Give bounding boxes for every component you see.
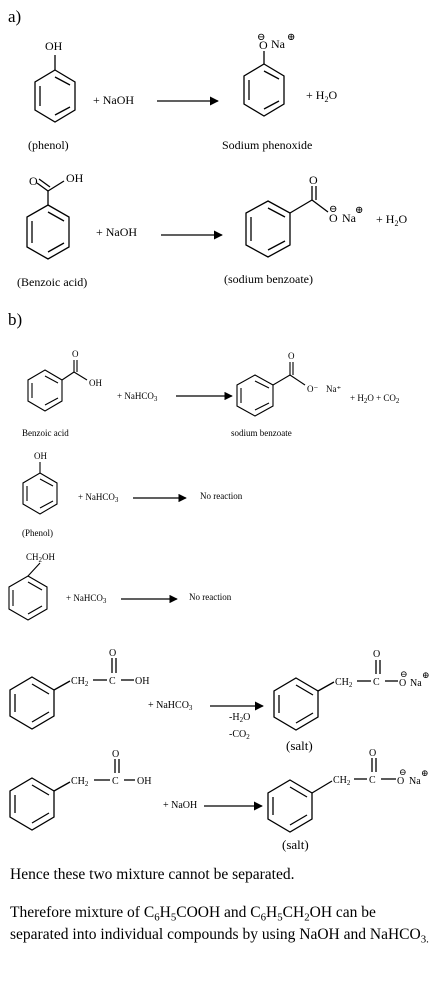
conclusion-line-1: Hence these two mixture cannot be separa… xyxy=(10,866,295,883)
conclusion-text: H xyxy=(266,904,278,921)
pa1-prod-minus: ⊖ xyxy=(400,669,408,679)
pa1-minus-co2: -CO2 xyxy=(229,729,250,741)
pa1-salt: (salt) xyxy=(286,738,313,753)
phenol-name: (phenol) xyxy=(28,138,69,152)
pa1-prod-plus: ⊕ xyxy=(422,670,430,680)
phenoxide-byproduct: + H2O xyxy=(306,88,337,104)
phenol-oh: OH xyxy=(45,39,63,53)
phenoxide-minus: ⊖ xyxy=(257,32,265,43)
b-sodium-benzoate-structure xyxy=(236,362,306,417)
sodium-benzoate-structure xyxy=(245,186,329,258)
conclusion-subscript: 5 xyxy=(170,911,177,924)
sodium-phenylacetate-structure-2 xyxy=(267,758,396,833)
pa1-oh: OH xyxy=(135,676,149,687)
benzyl-alcohol-structure xyxy=(8,562,48,621)
conclusion-text: Therefore mixture of C xyxy=(10,904,155,921)
phenol-reagent: + NaOH xyxy=(93,93,134,107)
conclusion-subscript: 6 xyxy=(260,911,267,924)
phenoxide-name: Sodium phenoxide xyxy=(222,138,312,152)
b-benzoic-oh: OH xyxy=(89,378,102,388)
pa2-prod-c: C xyxy=(369,775,376,786)
sodium-phenoxide-structure xyxy=(243,51,285,117)
b-phenol-name: (Phenol) xyxy=(22,528,53,538)
pa1-c: C xyxy=(109,676,116,687)
conclusion-text: OH can be separated into individual comp… xyxy=(10,904,421,943)
pa1-minus-h2o: -H2O xyxy=(229,712,250,724)
pa2-ch2: CH2 xyxy=(71,776,89,788)
b-benzoic-reagent: + NaHCO3 xyxy=(117,391,158,403)
benzoic-name: (Benzoic acid) xyxy=(17,275,87,289)
benzoic-o: O xyxy=(29,174,38,188)
benzoate-na: Na xyxy=(342,211,357,225)
benzoate-minus: ⊖ xyxy=(329,204,337,215)
b-benzoate-byproducts: + H2O + CO2 xyxy=(350,393,400,405)
conclusion-subscript: 3. xyxy=(420,933,429,946)
conclusion-text: COOH and C xyxy=(176,904,261,921)
b-benzoate-na-plus: Na⁺ xyxy=(326,384,341,394)
b-phenol-reagent: + NaHCO3 xyxy=(78,492,119,504)
sodium-phenylacetate-structure-1 xyxy=(273,660,398,731)
phenoxide-plus: ⊕ xyxy=(287,32,295,43)
pa1-prod-o-top: O xyxy=(373,649,380,660)
phenylacetic-acid-structure-1 xyxy=(9,658,134,730)
pa2-o-top: O xyxy=(112,749,119,760)
pa2-prod-o: O xyxy=(397,776,404,787)
conclusion-subscript: 6 xyxy=(154,911,160,924)
pa2-reagent: + NaOH xyxy=(163,800,197,811)
pa2-oh: OH xyxy=(137,776,151,787)
benzoate-o: O xyxy=(329,211,338,225)
part-b-label: b) xyxy=(8,310,22,329)
pa1-prod-o: O xyxy=(399,678,406,689)
conclusion-subscript: 2 xyxy=(304,911,310,924)
pa1-prod-ch2: CH2 xyxy=(335,677,353,689)
pa2-prod-o-top: O xyxy=(369,748,376,759)
b-benzoic-name: Benzoic acid xyxy=(22,428,69,438)
pa2-prod-na: Na xyxy=(409,776,421,787)
b-benzoic-acid-structure xyxy=(27,360,88,412)
benzyl-ch2oh: CH2OH xyxy=(26,552,56,564)
pa1-prod-na: Na xyxy=(410,678,422,689)
benzoic-reagent: + NaOH xyxy=(96,225,137,239)
conclusion-text: CH xyxy=(282,904,305,921)
benzyl-result: No reaction xyxy=(189,592,232,602)
phenoxide-na: Na xyxy=(271,37,286,51)
b-phenol-result: No reaction xyxy=(200,491,243,501)
benzoate-o-top: O xyxy=(309,173,318,187)
benzoate-name: (sodium benzoate) xyxy=(224,272,313,286)
b-benzoate-name: sodium benzoate xyxy=(231,428,292,438)
conclusion-subscript: 5 xyxy=(277,911,283,924)
benzoic-acid-structure xyxy=(26,178,70,260)
conclusion-text: H xyxy=(159,904,171,921)
b-benzoate-o-minus: O⁻ xyxy=(307,384,318,394)
pa2-prod-ch2: CH2 xyxy=(333,775,351,787)
phenoxide-o: O xyxy=(259,38,268,52)
pa2-prod-plus: ⊕ xyxy=(421,768,429,778)
pa2-c: C xyxy=(112,776,119,787)
pa1-o-top: O xyxy=(109,648,116,659)
benzoic-oh: OH xyxy=(66,171,84,185)
pa2-prod-minus: ⊖ xyxy=(399,767,407,777)
b-benzoate-o-top: O xyxy=(288,351,295,361)
pa1-prod-c: C xyxy=(373,677,380,688)
phenylacetic-acid-structure-2 xyxy=(9,759,135,831)
pa2-salt: (salt) xyxy=(282,837,309,852)
pa1-ch2: CH2 xyxy=(71,676,89,688)
phenol-structure xyxy=(34,55,76,123)
pa1-reagent: + NaHCO3 xyxy=(148,700,193,712)
b-benzoic-o: O xyxy=(72,349,79,359)
b-phenol-structure xyxy=(22,462,58,515)
b-phenol-oh: OH xyxy=(34,451,47,461)
part-a-label: a) xyxy=(8,7,21,26)
conclusion-paragraph: Therefore mixture of C6H5COOH and C6H5CH… xyxy=(10,902,430,946)
benzyl-reagent: + NaHCO3 xyxy=(66,593,107,605)
benzoate-byproduct: + H2O xyxy=(376,212,407,228)
benzoate-plus: ⊕ xyxy=(355,205,363,216)
